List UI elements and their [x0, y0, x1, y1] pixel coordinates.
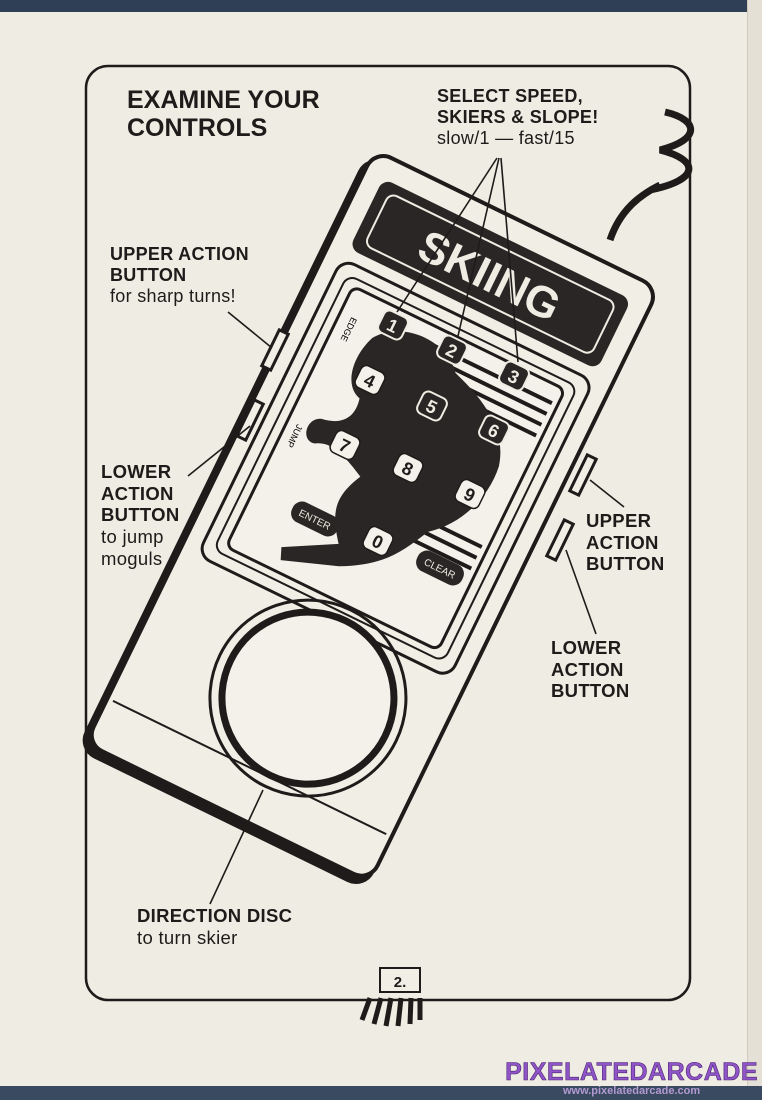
handheld-device: SKIING EDGE JUMP: [82, 154, 655, 884]
direction-disc-callout: DIRECTION DISC to turn skier: [137, 905, 292, 948]
callout-line: LOWER: [101, 461, 172, 482]
left-upper-action-callout: UPPER ACTION BUTTON for sharp turns!: [110, 244, 249, 307]
right-lower-action-button[interactable]: [544, 517, 576, 563]
key-7[interactable]: 7: [328, 429, 362, 462]
page-title: EXAMINE YOUR CONTROLS: [127, 86, 320, 142]
watermark-name: PIXELATEDARCADE: [505, 1057, 758, 1086]
key-0[interactable]: 0: [361, 525, 395, 558]
callout-line: UPPER: [586, 510, 652, 531]
callout-line: DIRECTION DISC: [137, 905, 293, 926]
watermark-url: www.pixelatedarcade.com: [562, 1084, 701, 1097]
left-lower-action-button[interactable]: [234, 397, 266, 443]
key-4[interactable]: 4: [353, 364, 387, 397]
direction-disc-ring: [208, 598, 408, 798]
title-line-1: EXAMINE YOUR: [127, 86, 320, 114]
callout-line: SKIERS & SLOPE!: [437, 107, 599, 128]
scan-right-edge: [747, 0, 762, 1100]
page-frame: [84, 64, 692, 1002]
callout-line: BUTTON: [110, 265, 187, 286]
scan-top-edge: [0, 0, 762, 12]
callout-desc: to jump: [101, 525, 164, 547]
left-lower-action-callout: LOWER ACTION BUTTON to jump moguls: [101, 461, 180, 569]
watermark: PIXELATEDARCADE www.pixelatedarcade.com: [505, 1057, 758, 1098]
title-line-2: CONTROLS: [127, 114, 268, 142]
key-2[interactable]: 2: [435, 334, 469, 367]
callout-line: BUTTON: [101, 504, 180, 526]
key-clear[interactable]: CLEAR: [413, 547, 468, 589]
callout-desc: to turn skier: [137, 926, 238, 948]
right-upper-action-button[interactable]: [567, 452, 599, 498]
leader-lines: [187, 157, 625, 905]
callout-line: ACTION: [586, 531, 659, 553]
callout-line: LOWER: [551, 637, 622, 658]
key-9[interactable]: 9: [453, 478, 487, 511]
key-1[interactable]: 1: [376, 309, 410, 342]
callout-line: BUTTON: [586, 553, 665, 575]
page-number: 2.: [394, 974, 407, 991]
key-3[interactable]: 3: [497, 360, 531, 393]
callout-desc: moguls: [101, 547, 163, 569]
key-5[interactable]: 5: [415, 390, 449, 423]
key-8[interactable]: 8: [391, 452, 425, 485]
callout-line: BUTTON: [551, 680, 630, 702]
callout-line: ACTION: [551, 658, 624, 680]
select-speed-callout: SELECT SPEED, SKIERS & SLOPE! slow/1 — f…: [437, 86, 599, 149]
callout-line: SELECT SPEED,: [437, 86, 583, 106]
key-6[interactable]: 6: [477, 414, 511, 447]
right-lower-action-callout: LOWER ACTION BUTTON: [551, 637, 630, 702]
skier-silhouette: [280, 331, 501, 567]
scan-bottom-edge: [0, 1086, 762, 1100]
direction-disc[interactable]: [193, 583, 423, 813]
callout-line: UPPER ACTION: [110, 244, 249, 264]
cord: [606, 108, 695, 242]
key-enter[interactable]: ENTER: [288, 498, 343, 540]
right-upper-action-callout: UPPER ACTION BUTTON: [586, 510, 665, 575]
callout-desc: slow/1 — fast/15: [437, 128, 575, 149]
callout-line: ACTION: [101, 482, 174, 504]
page-number-tab: 2.: [359, 967, 423, 1027]
callout-desc: for sharp turns!: [110, 286, 236, 307]
